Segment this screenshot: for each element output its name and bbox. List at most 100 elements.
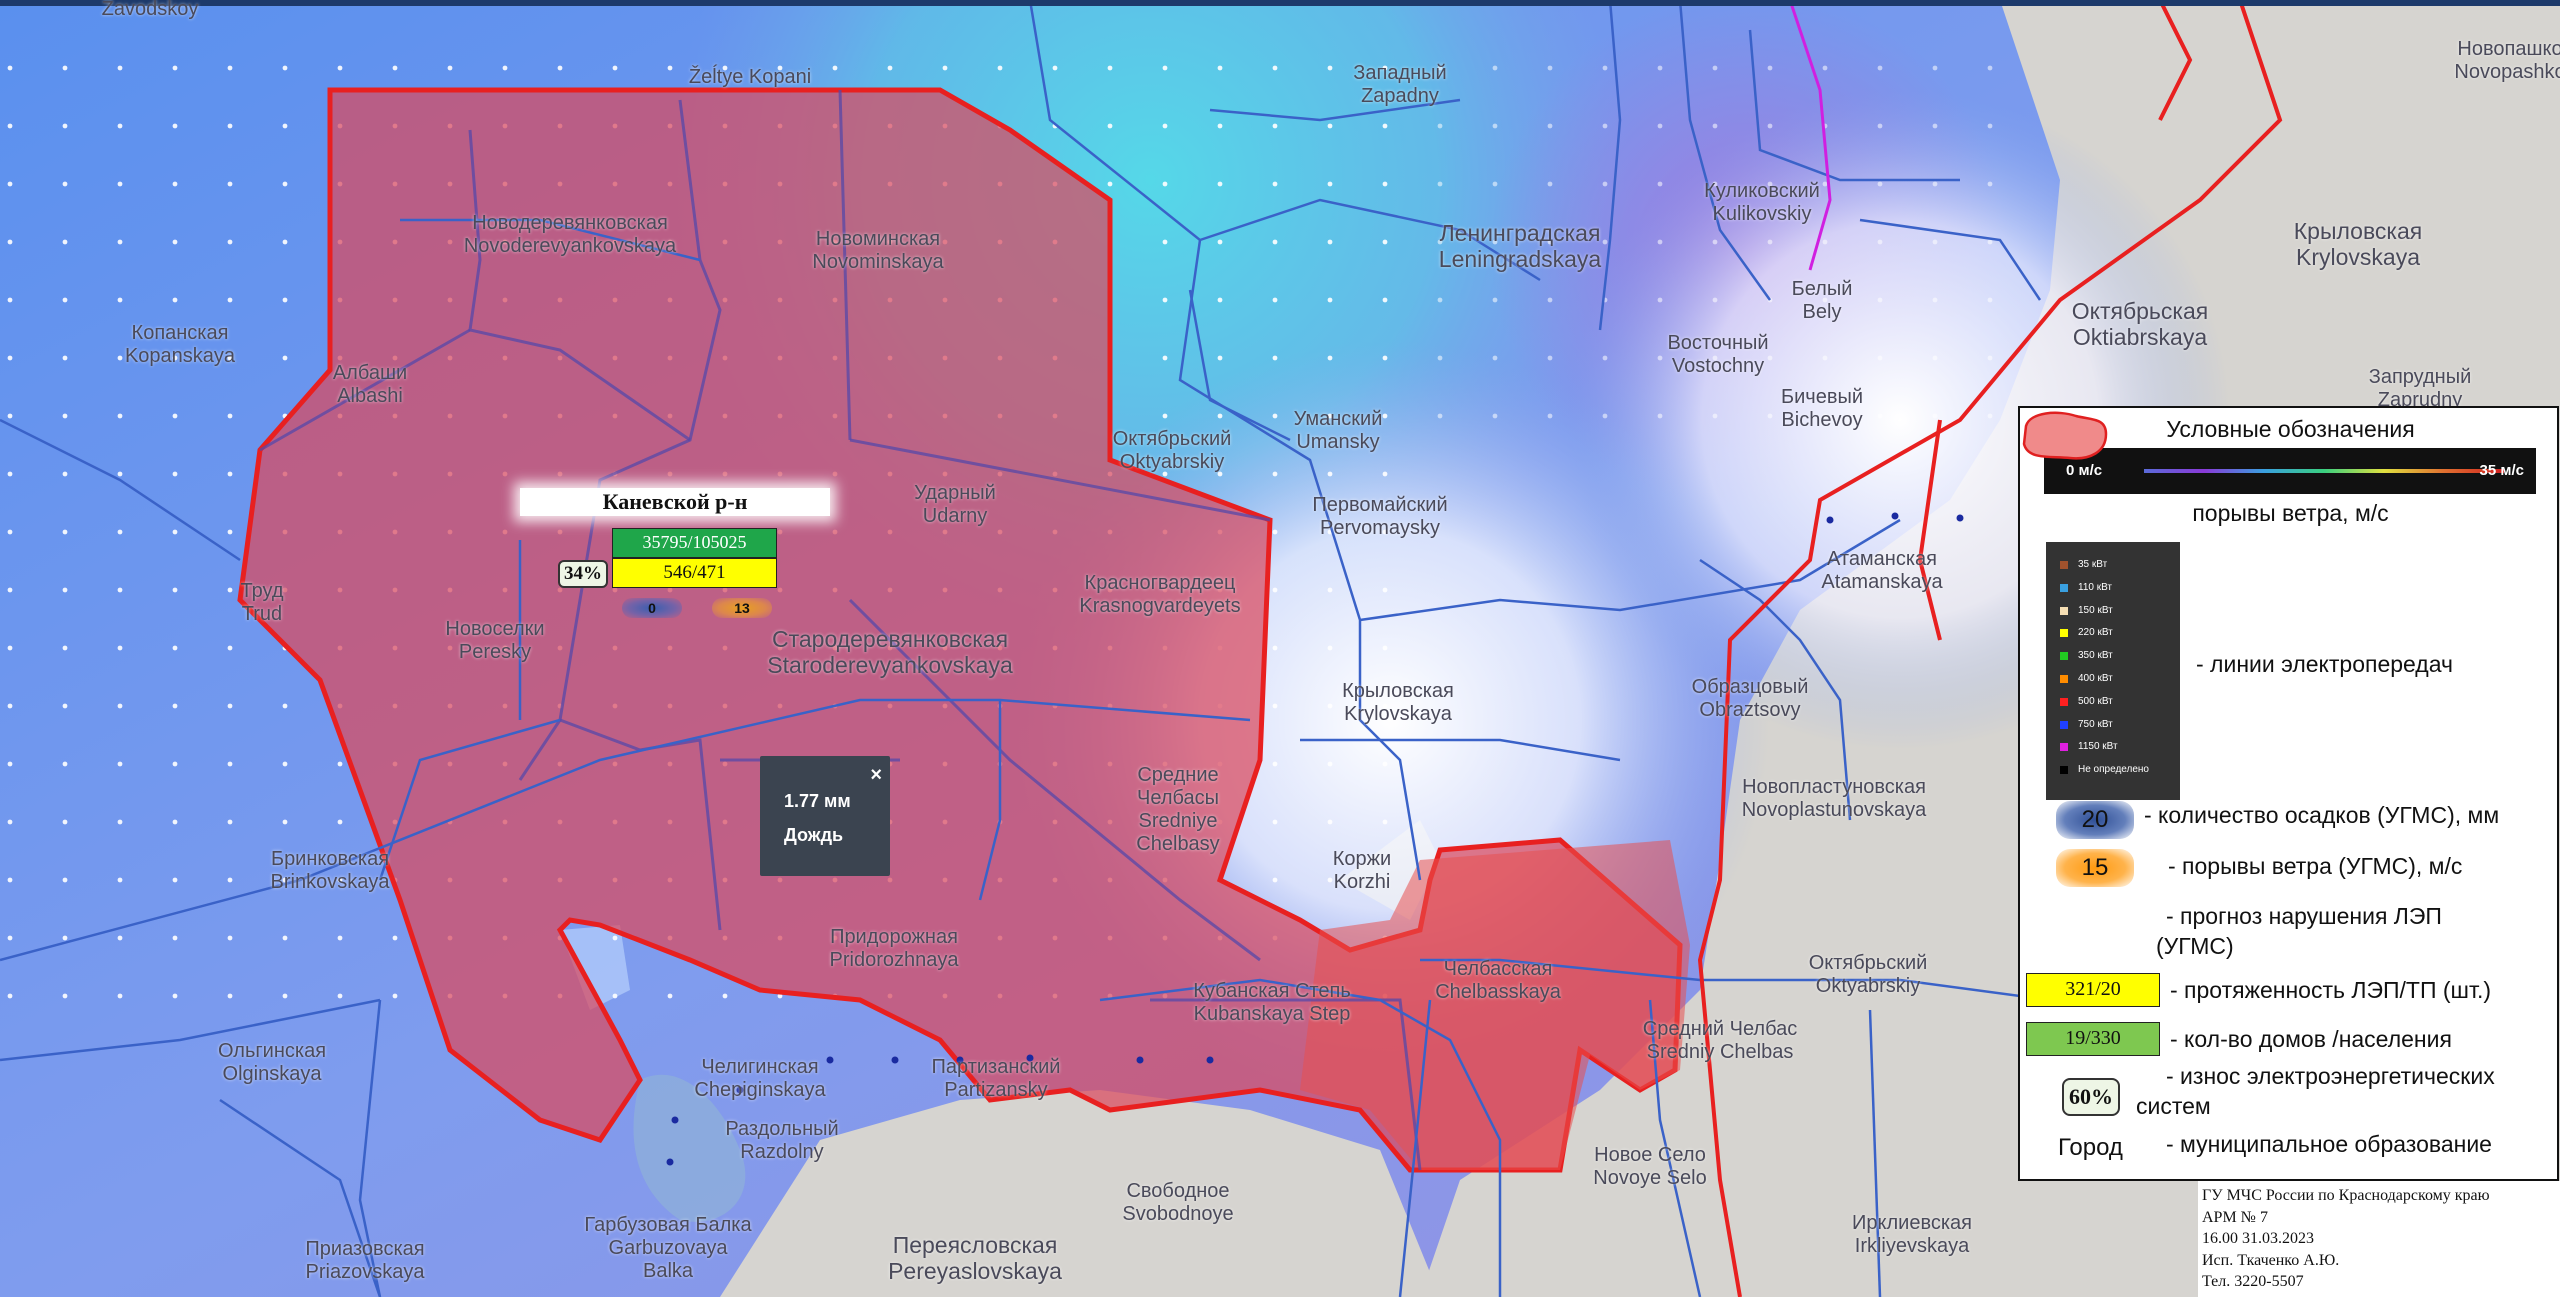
voltage-legend-row: 350 кВт — [2060, 649, 2180, 672]
precipitation-legend-label: - количество осадков (УГМС), мм — [2144, 802, 2500, 828]
voltage-color-swatch — [2060, 743, 2068, 752]
wear-swatch: 60% — [2062, 1078, 2120, 1116]
gust-scale-label: порывы ветра, м/с — [2192, 500, 2389, 526]
voltage-label: 1150 кВт — [2078, 741, 2118, 753]
district-precipitation-marker: 0 — [622, 598, 682, 618]
place-zheltye-kopani: Žeĺtye Kopani — [688, 66, 812, 88]
legend-panel: Условные обозначения 0 м/с 35 м/с порывы… — [2018, 406, 2559, 1181]
voltage-label: 350 кВт — [2078, 650, 2113, 662]
voltage-color-swatch — [2060, 720, 2068, 729]
forecast-polygon-swatch — [2022, 411, 2108, 460]
gust-scale-max: 35 м/с — [2479, 462, 2524, 479]
voltage-legend-label: - линии электропередач — [2196, 651, 2453, 677]
forecast-legend-label-2: (УГМС) — [2156, 933, 2234, 959]
district-lines-tp: 546/471 — [612, 558, 777, 588]
lines-tp-swatch: 321/20 — [2026, 973, 2160, 1007]
forecast-legend-label-1: - прогноз нарушения ЛЭП — [2166, 903, 2442, 929]
voltage-legend-row: 35 кВт — [2060, 558, 2180, 581]
place-zavodskoy: Zavodskoy — [101, 0, 199, 20]
voltage-legend-row: 500 кВт — [2060, 695, 2180, 718]
district-wind-marker: 13 — [712, 598, 772, 618]
author-footer: ГУ МЧС России по Краснодарскому краю АРМ… — [2198, 1181, 2560, 1297]
voltage-label: Не определено — [2078, 764, 2149, 776]
wind-legend-label: - порывы ветра (УГМС), м/с — [2168, 853, 2463, 879]
voltage-color-swatch — [2060, 629, 2068, 638]
voltage-legend-row: 150 кВт — [2060, 604, 2180, 627]
footer-phone: Тел. 3220-5507 — [2202, 1273, 2304, 1291]
lines-tp-legend-label: - протяженность ЛЭП/ТП (шт.) — [2170, 977, 2492, 1003]
voltage-legend-row: 1150 кВт — [2060, 740, 2180, 763]
voltage-color-swatch — [2060, 674, 2068, 683]
popup-close-icon[interactable]: × — [870, 764, 882, 786]
wear-legend-label-1: - износ электроэнергетических — [2166, 1063, 2495, 1089]
voltage-color-swatch — [2060, 766, 2068, 775]
footer-executor: Исп. Ткаченко А.Ю. — [2202, 1251, 2340, 1269]
district-name: Каневской р-н — [520, 488, 830, 516]
voltage-legend-row: 220 кВт — [2060, 626, 2180, 649]
houses-swatch: 19/330 — [2026, 1022, 2160, 1056]
footer-datetime: 16.00 31.03.2023 — [2202, 1230, 2314, 1248]
gust-scale-min: 0 м/с — [2066, 462, 2103, 479]
houses-legend-label: - кол-во домов /населения — [2170, 1026, 2452, 1052]
voltage-color-swatch — [2060, 606, 2068, 615]
voltage-legend-row: 400 кВт — [2060, 672, 2180, 695]
power-lines — [0, 0, 2051, 1297]
voltage-color-swatch — [2060, 583, 2068, 592]
voltage-legend-row: 750 кВт — [2060, 718, 2180, 741]
district-info-kanevskoy[interactable]: Каневской р-н 35795/105025 34% 546/471 0… — [520, 488, 830, 628]
footer-arm: АРМ № 7 — [2202, 1208, 2268, 1226]
voltage-color-swatch — [2060, 697, 2068, 706]
wear-legend-label-2: систем — [2136, 1093, 2211, 1119]
wind-swatch: 15 — [2056, 849, 2134, 887]
precipitation-swatch: 20 — [2056, 801, 2134, 839]
voltage-color-swatch — [2060, 652, 2068, 661]
voltage-label: 220 кВт — [2078, 627, 2113, 639]
voltage-label: 110 кВт — [2078, 581, 2113, 593]
forecast-polygon-main[interactable] — [237, 87, 1683, 1173]
top-bar — [0, 0, 2560, 6]
voltage-label: 400 кВт — [2078, 672, 2113, 684]
voltage-label: 500 кВт — [2078, 695, 2113, 707]
gust-scale-bar: 0 м/с 35 м/с — [2044, 448, 2536, 494]
footer-org: ГУ МЧС России по Краснодарскому краю — [2202, 1187, 2490, 1204]
district-wear-badge: 34% — [558, 560, 608, 588]
city-swatch: Город — [2058, 1134, 2123, 1161]
voltage-legend-row: 110 кВт — [2060, 581, 2180, 604]
